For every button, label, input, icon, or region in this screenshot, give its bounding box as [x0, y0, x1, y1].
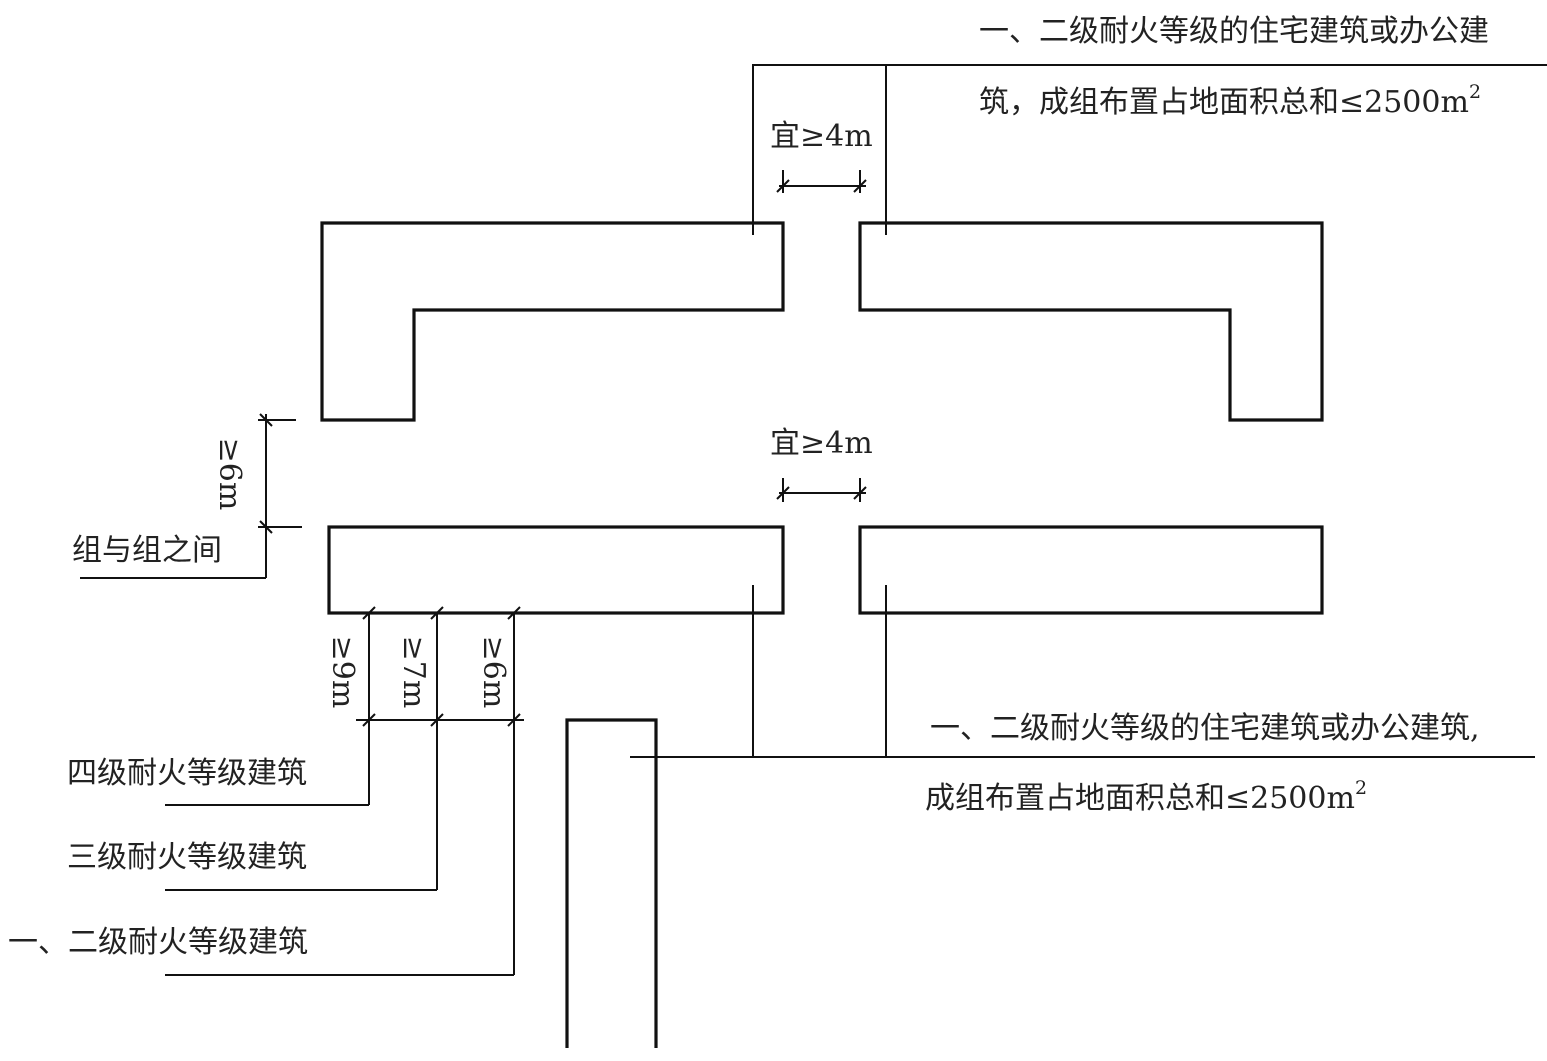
separation-dimensions	[165, 606, 524, 976]
bottom-note-superscript: 2	[1355, 777, 1367, 799]
top-note-line1: 一、二级耐火等级的住宅建筑或办公建	[979, 14, 1489, 49]
grade4-building-label: 四级耐火等级建筑	[67, 756, 307, 791]
bottom-note-line2-text: 成组布置占地面积总和≤2500m	[925, 781, 1355, 816]
adjacent-building-outline	[565, 718, 658, 1048]
grade12-distance-label: ≥6m	[476, 636, 511, 709]
bottom-note-leader	[630, 585, 1535, 758]
group-distance-dimension	[80, 413, 302, 579]
top-gap-label: 宜≥4m	[770, 119, 873, 154]
upper-left-l-building	[320, 221, 785, 422]
lower-left-building	[327, 525, 785, 615]
top-note-line2: 筑，成组布置占地面积总和≤2500m2	[979, 81, 1481, 120]
grade12-building-label: 一、二级耐火等级建筑	[8, 925, 308, 960]
group-distance-label: ≥6m	[212, 438, 247, 511]
top-note-superscript: 2	[1469, 81, 1481, 103]
grade4-distance-label: ≥9m	[325, 636, 360, 709]
top-note-leader	[752, 64, 1547, 235]
grade3-distance-label: ≥7m	[396, 636, 431, 709]
grade3-building-label: 三级耐火等级建筑	[67, 840, 307, 875]
bottom-note-line2: 成组布置占地面积总和≤2500m2	[925, 777, 1367, 816]
lower-right-building	[858, 525, 1324, 615]
top-note-line2-text: 筑，成组布置占地面积总和≤2500m	[979, 85, 1469, 120]
middle-gap-dimension	[776, 478, 867, 502]
bottom-note-line1: 一、二级耐火等级的住宅建筑或办公建筑,	[930, 711, 1480, 746]
upper-right-l-building	[858, 221, 1324, 422]
top-gap-dimension	[776, 170, 867, 193]
group-between-label: 组与组之间	[72, 533, 222, 568]
middle-gap-label: 宜≥4m	[770, 426, 873, 461]
